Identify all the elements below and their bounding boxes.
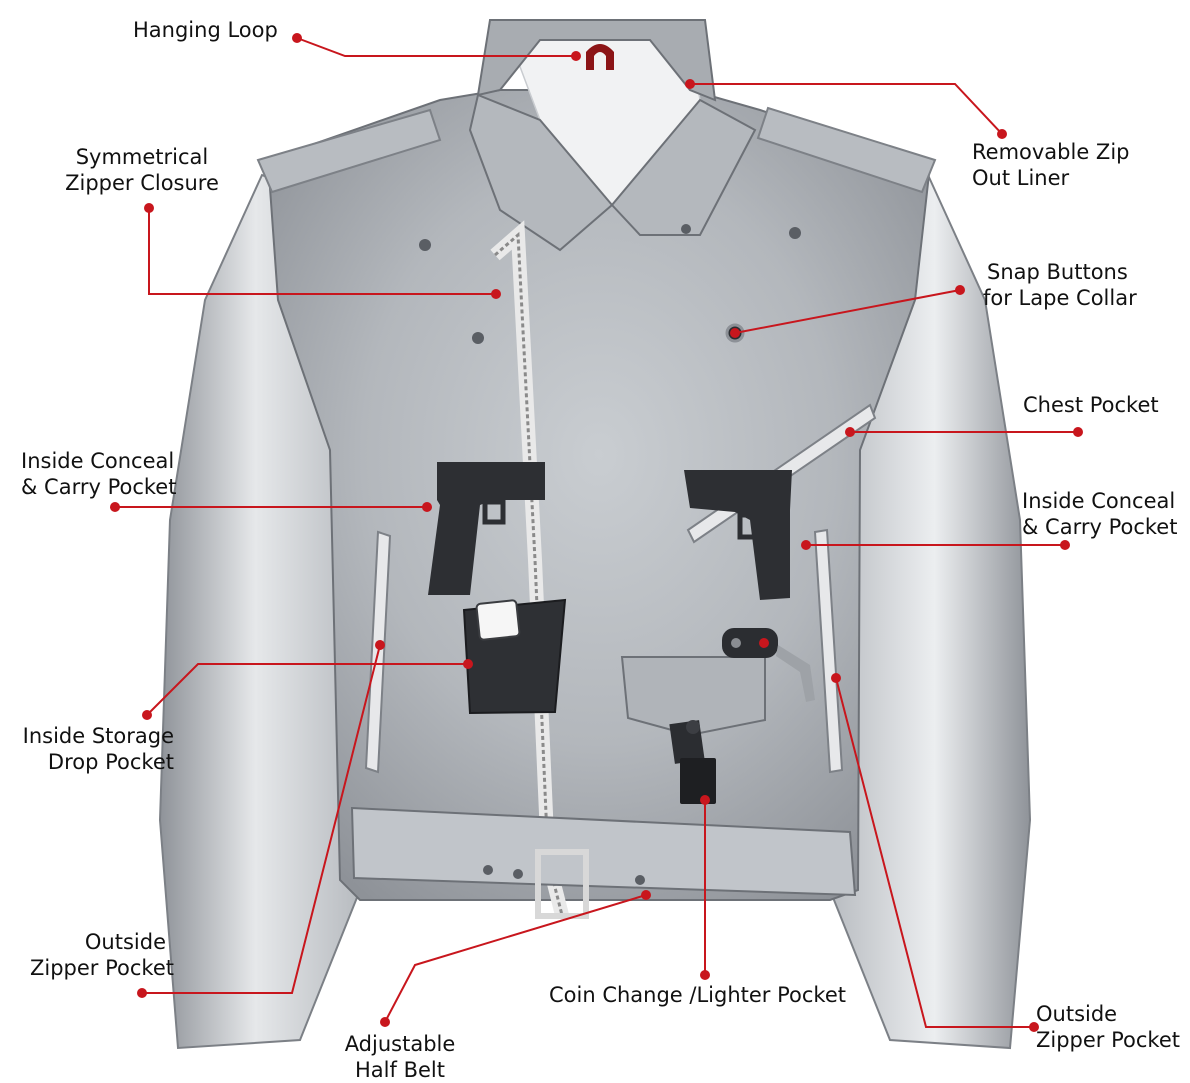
callout-dot-feature-end [700,795,710,805]
leader-hanging-loop [296,37,576,57]
right-lapel [610,98,757,236]
right-epaulette [756,106,937,194]
label-outside-zipper-right: Outside Zipper Pocket [1036,1002,1180,1052]
label-inside-conceal-right: Inside Conceal & Carry Pocket [1022,489,1178,539]
left-lapel [468,93,614,252]
snap-button [789,227,801,239]
callout-dot-feature-end [831,673,841,683]
callout-dot-feature-end [845,427,855,437]
leader-symmetrical-zipper [148,208,496,295]
callout-dot-label-end [1073,427,1083,437]
label-hanging-loop: Hanging Loop [133,18,278,42]
snap-button [419,239,431,251]
leader-outside-zipper-left [142,644,381,994]
leader-snap-buttons [734,289,961,334]
lighter-icon [669,720,716,804]
callout-dot-label-end [1029,1022,1039,1032]
callout-dot-label-end [142,710,152,720]
label-outside-zipper-left: Outside Zipper Pocket [30,930,174,980]
callout-dot-feature-end [641,890,651,900]
label-symmetrical-zipper: Symmetrical Zipper Closure [65,145,219,195]
label-chest-pocket: Chest Pocket [1023,393,1159,417]
label-inside-storage: Inside Storage Drop Pocket [22,724,174,774]
leader-inside-storage [146,663,468,716]
collar [476,19,717,102]
label-coin-pocket: Coin Change /Lighter Pocket [549,983,846,1007]
callout-dot-label-end [110,502,120,512]
callout-dot-feature-end [422,502,432,512]
callout-dot-label-end [292,33,302,43]
callout-dot-label-end [137,988,147,998]
callout-dot-feature-end [463,659,473,669]
car-key-icon [722,628,815,702]
callout-dot-label-end [700,970,710,980]
phone-icon [475,599,521,641]
callout-dot-feature-end [375,640,385,650]
pistol-icon [684,470,792,600]
leader-removable-liner [690,83,1003,135]
hanging-loop-shape [586,44,614,70]
right-outside-zip [813,528,844,774]
callout-dot-feature-end [801,540,811,550]
belt-buckle [535,849,589,919]
callout-dot-label-end [144,203,154,213]
leader-half-belt [384,894,647,1023]
label-removable-liner: Removable Zip Out Liner [972,140,1130,190]
leader-outside-zipper-right [835,677,1034,1028]
left-epaulette [256,108,442,194]
snap-button [472,332,484,344]
label-half-belt: Adjustable Half Belt [344,1032,456,1082]
snap-button [681,224,691,234]
callout-dot-label-end [1060,540,1070,550]
callout-dot-feature-end [685,79,695,89]
callout-dot-feature-end [571,51,581,61]
callout-dot-label-end [955,285,965,295]
callout-dot-label-end [997,129,1007,139]
label-snap-buttons: Snap Buttons for Lape Collar [983,260,1137,310]
callout-dot-label-end [380,1017,390,1027]
half-belt [350,806,857,897]
callout-dot-feature-end [730,328,740,338]
label-inside-conceal-left: Inside Conceal & Carry Pocket [21,449,177,499]
callout-dot-feature-end [491,289,501,299]
pistol-icon [428,462,545,595]
